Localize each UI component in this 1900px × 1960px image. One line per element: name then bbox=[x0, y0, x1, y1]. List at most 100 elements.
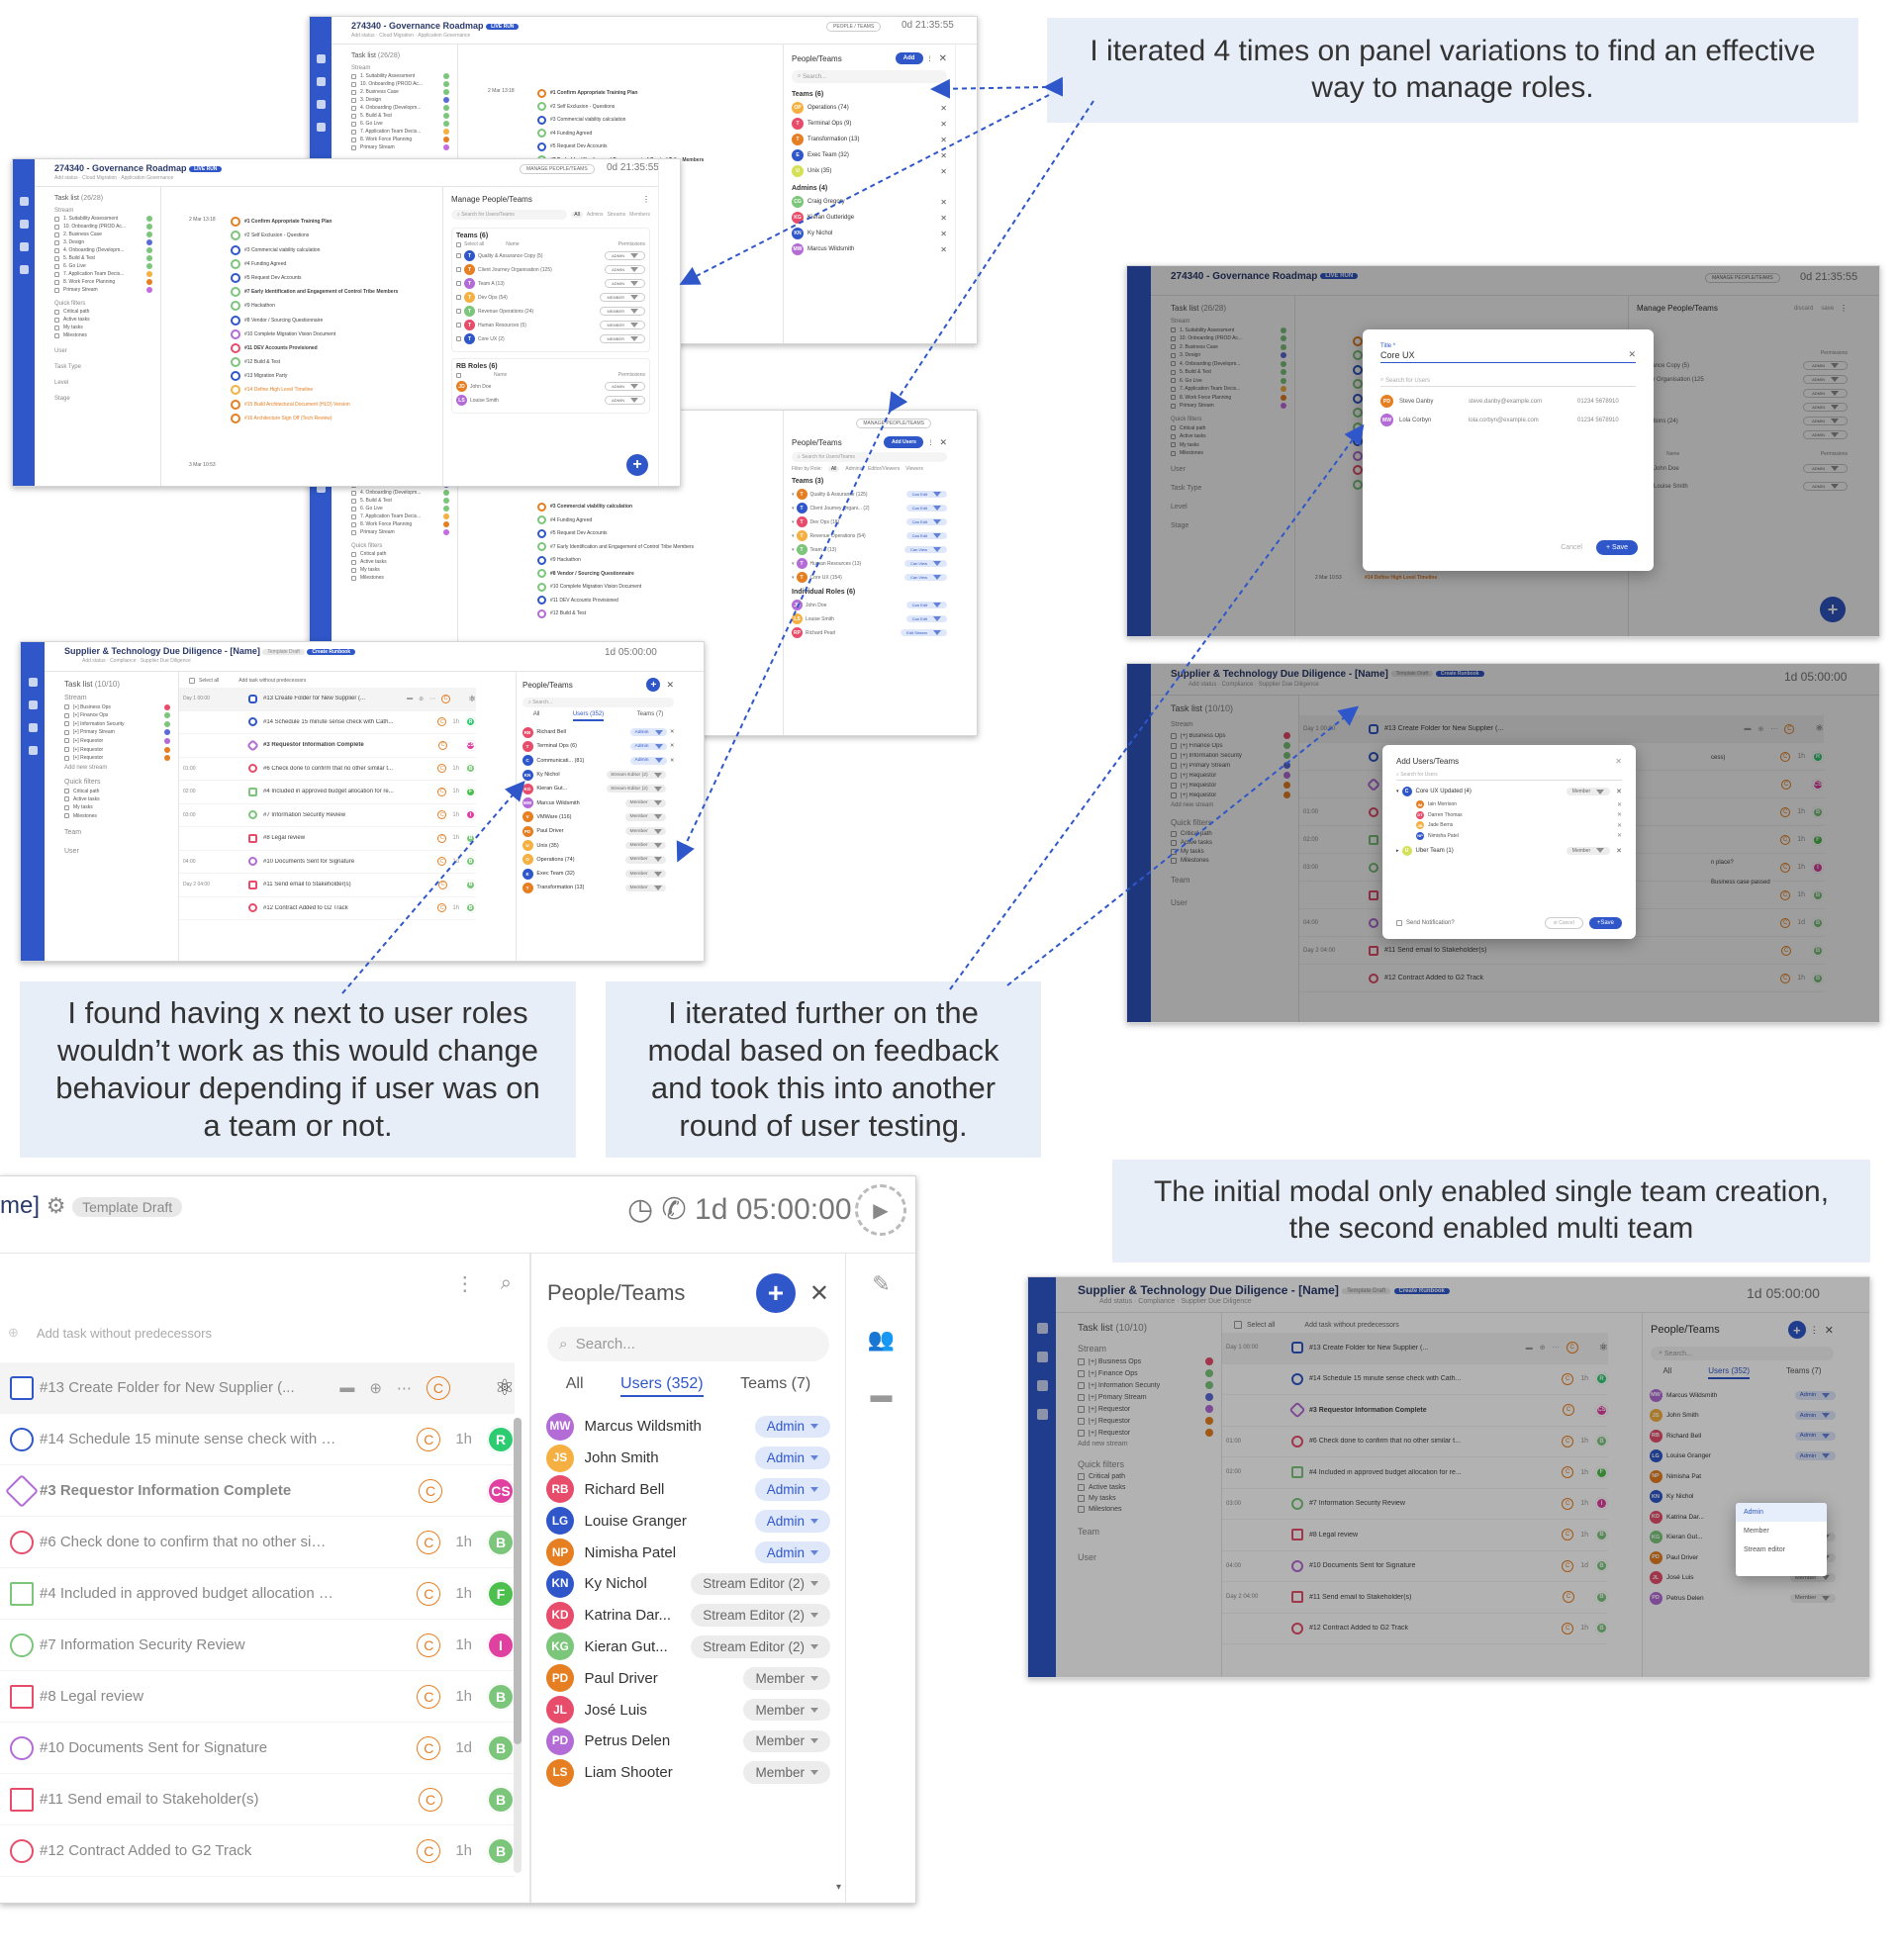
task-row[interactable]: #14 Define High Level Timeline bbox=[231, 385, 398, 396]
stream-item[interactable]: 5. Build & Test bbox=[351, 113, 457, 119]
role-select[interactable]: Member bbox=[743, 1667, 830, 1690]
remove-member-icon[interactable]: ✕ bbox=[1616, 822, 1622, 829]
more-icon[interactable]: ⋯ bbox=[1770, 725, 1778, 733]
save-link[interactable]: save bbox=[1821, 305, 1834, 312]
select-all[interactable]: Select all bbox=[464, 241, 485, 247]
save-button[interactable]: + Save bbox=[1588, 917, 1622, 929]
role-select[interactable]: Member bbox=[1789, 1573, 1836, 1583]
stream-checkbox[interactable] bbox=[351, 498, 356, 504]
stream-checkbox[interactable] bbox=[1171, 403, 1176, 409]
search-input[interactable]: Search for Users/Teams bbox=[461, 212, 515, 218]
quick-filter-item[interactable]: Active tasks bbox=[1078, 1484, 1221, 1491]
stream-item[interactable]: 7. Application Team Decis... bbox=[351, 513, 457, 519]
task-row[interactable]: #9 Hackathon bbox=[537, 555, 694, 565]
stream-checkbox[interactable] bbox=[54, 239, 59, 245]
quick-filter-checkbox[interactable] bbox=[54, 317, 59, 323]
task-row[interactable]: #13 Create Folder for New Supplier (...▬… bbox=[0, 1362, 515, 1414]
search-users-input[interactable]: Search for Users bbox=[1400, 772, 1438, 778]
task-row[interactable]: #7 Early Identification and Engagement o… bbox=[231, 287, 398, 298]
quick-filter-checkbox[interactable] bbox=[54, 309, 59, 315]
menu-item-stream-editor[interactable]: Stream editor bbox=[1744, 1546, 1786, 1553]
task-name[interactable]: #3 Requestor Information Complete bbox=[40, 1482, 292, 1499]
role-select[interactable]: Member bbox=[625, 798, 666, 807]
role-select[interactable]: Member bbox=[625, 827, 666, 836]
task-row[interactable]: Day 1 00:00#13 Create Folder for New Sup… bbox=[179, 688, 476, 711]
expand-icon[interactable]: ▾ bbox=[792, 546, 795, 553]
stream-item[interactable]: Primary Stream bbox=[54, 287, 160, 293]
cancel-button[interactable]: Cancel bbox=[1561, 544, 1582, 551]
stream-checkbox[interactable] bbox=[1171, 361, 1176, 366]
stream-checkbox[interactable] bbox=[54, 224, 59, 230]
task-row[interactable]: 01:00#6 Check done to confirm that no ot… bbox=[179, 758, 476, 781]
role-select[interactable]: Admin bbox=[754, 1540, 830, 1564]
quick-filter-checkbox[interactable] bbox=[54, 332, 59, 338]
add-fab-button[interactable]: + bbox=[1820, 597, 1846, 622]
stream-checkbox[interactable] bbox=[351, 144, 356, 150]
permission-select[interactable]: ADMIN bbox=[1803, 389, 1848, 398]
comment-icon[interactable]: ▬ bbox=[407, 696, 414, 702]
filter-chip[interactable]: All bbox=[827, 466, 840, 472]
task-row[interactable]: #16 Architecture Sign Off (Tech Review) bbox=[231, 413, 398, 423]
permission-select[interactable]: ADMIN bbox=[1803, 375, 1848, 384]
permission-select[interactable]: ADMIN bbox=[605, 396, 645, 405]
stream-item[interactable]: 6. Go Live bbox=[1171, 377, 1294, 384]
quick-filter-item[interactable]: Milestones bbox=[64, 813, 178, 819]
task-row[interactable]: #12 Build & Test bbox=[537, 608, 694, 618]
remove-admin-icon[interactable]: ✕ bbox=[940, 244, 947, 254]
task-row[interactable]: #4 Funding Agreed bbox=[537, 129, 704, 138]
stream-checkbox[interactable] bbox=[351, 513, 356, 519]
task-row[interactable]: #7 Early Identification and Engagement o… bbox=[537, 542, 694, 551]
stream-checkbox[interactable] bbox=[1171, 352, 1176, 358]
role-select[interactable]: Member bbox=[625, 884, 666, 892]
stream-item[interactable]: [+] Requestor bbox=[64, 737, 178, 744]
add-task-link[interactable]: Add task without predecessors bbox=[1304, 1321, 1399, 1329]
quick-filter-checkbox[interactable] bbox=[351, 559, 356, 565]
task-type-filter[interactable]: Task Type bbox=[54, 364, 81, 370]
team-role-select[interactable]: Member bbox=[1566, 846, 1611, 855]
stream-item[interactable]: [+] Primary Stream bbox=[1078, 1393, 1221, 1401]
stream-item[interactable]: 10. Onboarding (PROD Ac... bbox=[351, 81, 457, 87]
stream-item[interactable]: 3. Design bbox=[1171, 352, 1294, 358]
stream-item[interactable]: 3. Design bbox=[351, 97, 457, 103]
remove-team-icon[interactable]: ✕ bbox=[1616, 847, 1622, 855]
stream-checkbox[interactable] bbox=[1171, 395, 1176, 400]
stream-item[interactable]: 7. Application Team Decis... bbox=[54, 271, 160, 277]
stream-checkbox[interactable] bbox=[64, 721, 69, 727]
task-row[interactable]: #10 Complete Migration Vision Document bbox=[537, 582, 694, 592]
task-row[interactable]: #3 Commercial viability calculation bbox=[231, 244, 398, 255]
add-stream-link[interactable]: Add new stream bbox=[64, 765, 108, 772]
task-row[interactable]: #5 Request Dev Accounts bbox=[537, 528, 694, 538]
quick-filter-item[interactable]: My tasks bbox=[54, 325, 160, 330]
task-name[interactable]: #14 Schedule 15 minute sense check with … bbox=[263, 718, 394, 725]
expand-icon[interactable]: ▾ bbox=[792, 518, 795, 525]
stream-item[interactable]: [+] Information Security bbox=[64, 720, 178, 727]
stream-checkbox[interactable] bbox=[54, 216, 59, 222]
role-select[interactable]: Stream Editor (2) bbox=[606, 771, 666, 779]
role-select[interactable]: Admin bbox=[630, 728, 667, 737]
tab-teams[interactable]: Teams (7) bbox=[636, 711, 664, 717]
discard-link[interactable]: discard bbox=[1793, 305, 1814, 312]
stream-item[interactable]: [+] Requestor bbox=[1078, 1417, 1221, 1425]
stream-item[interactable]: 5. Build & Test bbox=[351, 498, 457, 504]
stream-checkbox[interactable] bbox=[1078, 1417, 1085, 1425]
